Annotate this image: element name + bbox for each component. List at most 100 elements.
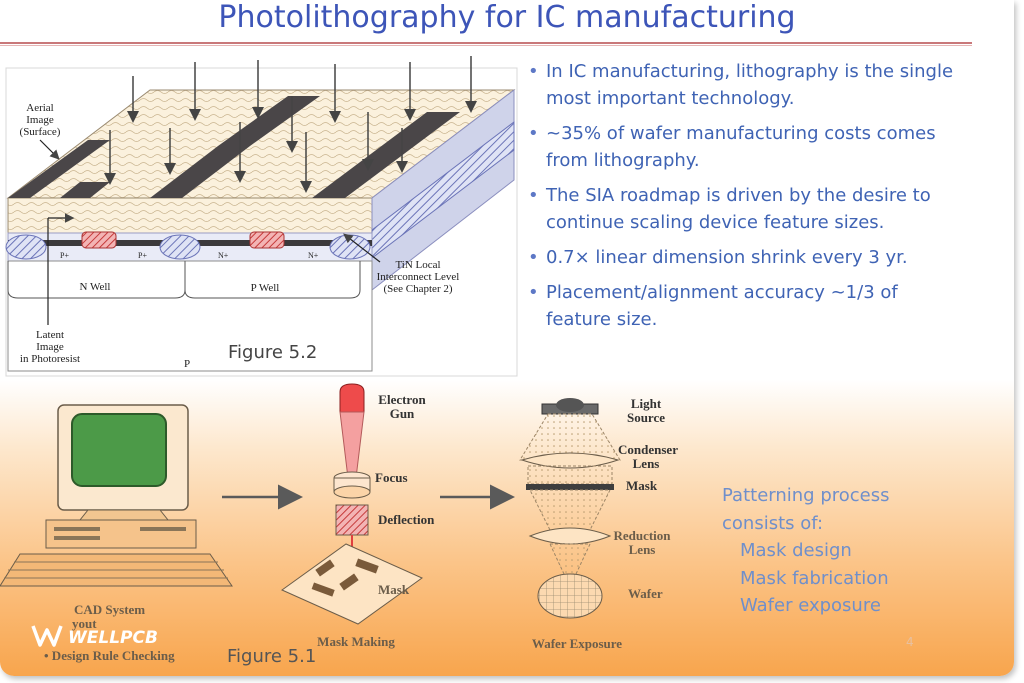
figure-5-1-diagram: Electron Gun Focus Deflection Mask Mask … (0, 383, 678, 667)
aerial-label: Image (26, 114, 54, 126)
aerial-leader (39, 139, 60, 160)
condenser-lens-label: Condenser (618, 442, 678, 457)
wafer-exposure-illustration (519, 398, 621, 619)
reduction-lens-label: Reduction (613, 528, 671, 543)
figure-5-2-caption: Figure 5.2 (228, 342, 317, 363)
light-path-upper (529, 489, 611, 531)
light-source-label: Light (631, 396, 662, 411)
p-well-label: P Well (251, 282, 280, 294)
monitor-screen (71, 413, 167, 487)
figure-5-2-diagram: Aerial Image (Surface) P+ P+ N+ N+ N Wel… (5, 56, 518, 377)
n-well-label: N Well (80, 281, 111, 293)
focus-lens-bottom (333, 485, 371, 499)
p-well-outline (184, 261, 361, 299)
slide-title: Photolithography for IC manufacturing (218, 0, 796, 35)
aerial-strip (8, 140, 110, 198)
patterning-heading-1: Patterning process (722, 485, 890, 506)
field-oxide (5, 234, 47, 260)
drive-slot (54, 527, 100, 531)
tin-leader (343, 233, 381, 263)
title-divider-shadow (0, 45, 972, 46)
mask-reticle-label: Mask (626, 478, 658, 493)
p-plus-label: P+ (60, 251, 69, 260)
patterning-step: Mask fabrication (740, 567, 889, 589)
deflection-label: Deflection (378, 512, 435, 527)
drive-slot (54, 536, 100, 540)
mask-reticle (526, 484, 614, 490)
logo-text: WELLPCB (68, 628, 158, 648)
latent-label: in Photoresist (20, 353, 80, 365)
logo-mark-icon (31, 625, 63, 647)
aerial-label: (Surface) (20, 126, 61, 138)
light-cone (519, 413, 621, 461)
cad-computer-illustration (0, 404, 233, 587)
latent-label: Latent (36, 329, 64, 341)
bullet-item: In IC manufacturing, lithography is the … (528, 58, 968, 112)
aerial-strip (60, 182, 110, 198)
light-column (527, 465, 613, 485)
monitor-stand (78, 509, 170, 521)
bullet-item: 0.7× linear dimension shrink every 3 yr. (528, 244, 968, 271)
reduction-lens (528, 527, 612, 545)
mask-feature (339, 573, 359, 591)
bullet-item: The SIA roadmap is driven by the desire … (528, 182, 968, 236)
gate-poly (81, 231, 117, 249)
light-bulb (556, 398, 584, 412)
reduction-lens-label: Lens (629, 542, 656, 557)
patterning-process-text: Patterning process consists of: Mask des… (722, 482, 889, 620)
aerial-label: Aerial (26, 102, 53, 114)
electron-gun (339, 383, 365, 413)
wafer-exposure-label: Wafer Exposure (532, 636, 622, 651)
n-well-outline (7, 261, 186, 299)
keyboard-rows (4, 561, 228, 579)
condenser-lens-label: Lens (633, 456, 660, 471)
mask-feature (355, 558, 379, 574)
cad-system-label: CAD System (74, 602, 145, 617)
resist-front-face (7, 197, 373, 234)
electron-beam-cone (339, 411, 365, 479)
deflection-coil (335, 504, 369, 536)
bullet-item: ~35% of wafer manufacturing costs comes … (528, 120, 968, 174)
focus-label: Focus (375, 470, 408, 485)
aerial-strip (150, 146, 250, 198)
mask-making-illustration (281, 383, 423, 625)
light-path-lower (549, 543, 591, 575)
mask-feature (311, 582, 335, 597)
page-number: 4 (906, 635, 914, 649)
title-divider (0, 42, 972, 44)
bullet-list: In IC manufacturing, lithography is the … (528, 58, 968, 341)
aerial-strip (312, 112, 460, 198)
gate-poly (249, 231, 285, 249)
cad-drc-label: • Design Rule Checking (44, 648, 175, 663)
mask-feature (315, 559, 335, 577)
mask-label: Mask (378, 582, 410, 597)
substrate-front (7, 260, 373, 372)
n-plus-label: N+ (308, 251, 319, 260)
tin-label: Interconnect Level (377, 271, 460, 283)
bullet-item: Placement/alignment accuracy ~1/3 of fea… (528, 279, 968, 333)
latent-label: Image (36, 341, 64, 353)
electron-gun-label: Gun (390, 406, 415, 421)
wellpcb-logo: WELLPCB (31, 625, 158, 648)
wafer-label: Wafer (628, 586, 663, 601)
p-plus-label: P+ (138, 251, 147, 260)
cad-layout-label: yout (72, 616, 97, 631)
electron-gun-label: Electron (378, 392, 426, 407)
light-source-label: Source (627, 410, 665, 425)
wafer-disc (537, 573, 603, 619)
figure-5-1-caption: Figure 5.1 (227, 646, 316, 667)
patterning-step: Mask design (740, 540, 852, 561)
tin-label: (See Chapter 2) (383, 283, 452, 295)
p-substrate-label: P (184, 358, 190, 370)
patterning-heading-2: consists of: (722, 512, 824, 534)
drive-slot (140, 527, 186, 531)
patterning-step: Wafer exposure (740, 595, 881, 616)
n-plus-label: N+ (218, 251, 229, 260)
field-oxide (159, 234, 201, 260)
computer-case (45, 519, 197, 549)
mask-making-label: Mask Making (317, 634, 395, 649)
tin-label: TiN Local (395, 259, 440, 271)
aerial-strip (218, 96, 320, 146)
